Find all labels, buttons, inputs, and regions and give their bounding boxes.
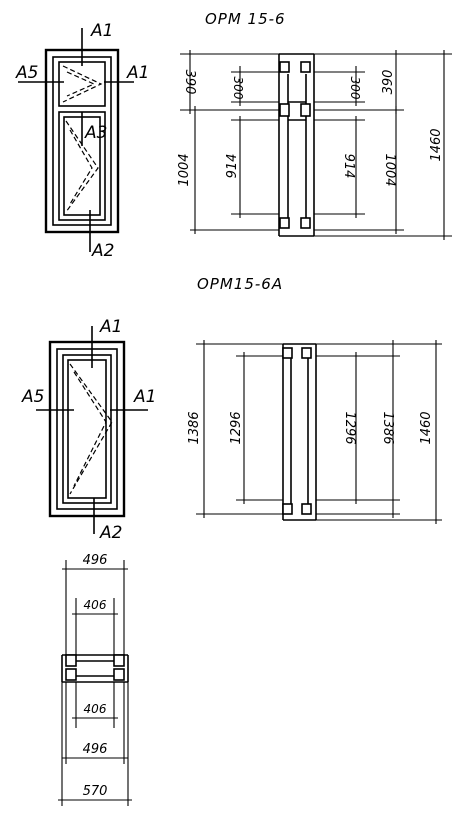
dim-406-top: 406 [84,598,107,612]
dim-1460-top: 1460 [429,128,444,161]
dim-1460-mid: 1460 [419,411,434,444]
dim-914-right: 914 [341,154,356,179]
section-orm-15-6a [196,340,442,524]
elevation-orm-15-6a [36,326,148,534]
dim-406-bottom: 406 [84,702,107,716]
mark-a3: A3 [84,123,107,143]
dim-496-bottom: 496 [83,742,108,757]
elevation-orm-15-6 [18,28,134,252]
mark-a1-top: A1 [90,21,113,41]
dim-1296-right: 1296 [342,411,357,444]
plan-section-bottom [58,560,132,806]
dim-300-right: 300 [348,77,362,100]
dim-1386-left: 1386 [187,411,202,444]
dim-300-left: 300 [231,77,245,100]
mark-a1-mid-right: A1 [133,387,156,407]
dim-1004-right: 1004 [382,153,397,186]
title-orm-15-6a: ОРМ15-6А [197,275,283,293]
mark-a2-mid: A2 [99,523,122,543]
dim-914-left: 914 [225,154,240,179]
dim-496-top: 496 [83,553,108,568]
dim-390-right: 390 [381,70,396,95]
title-orm-15-6: ОРМ 15-6 [205,10,286,28]
dim-570: 570 [83,784,108,799]
mark-a2-top: A2 [91,241,114,261]
dim-1296-left: 1296 [229,411,244,444]
mark-a5-mid: A5 [21,387,44,407]
section-orm-15-6 [180,50,452,240]
dim-390-left: 390 [182,70,197,95]
dim-1004-left: 1004 [177,153,192,186]
mark-a5-top: A5 [15,63,38,83]
mark-a1-right: A1 [126,63,149,83]
dim-1386-right: 1386 [380,411,395,444]
mark-a1-mid-top: A1 [99,317,122,337]
